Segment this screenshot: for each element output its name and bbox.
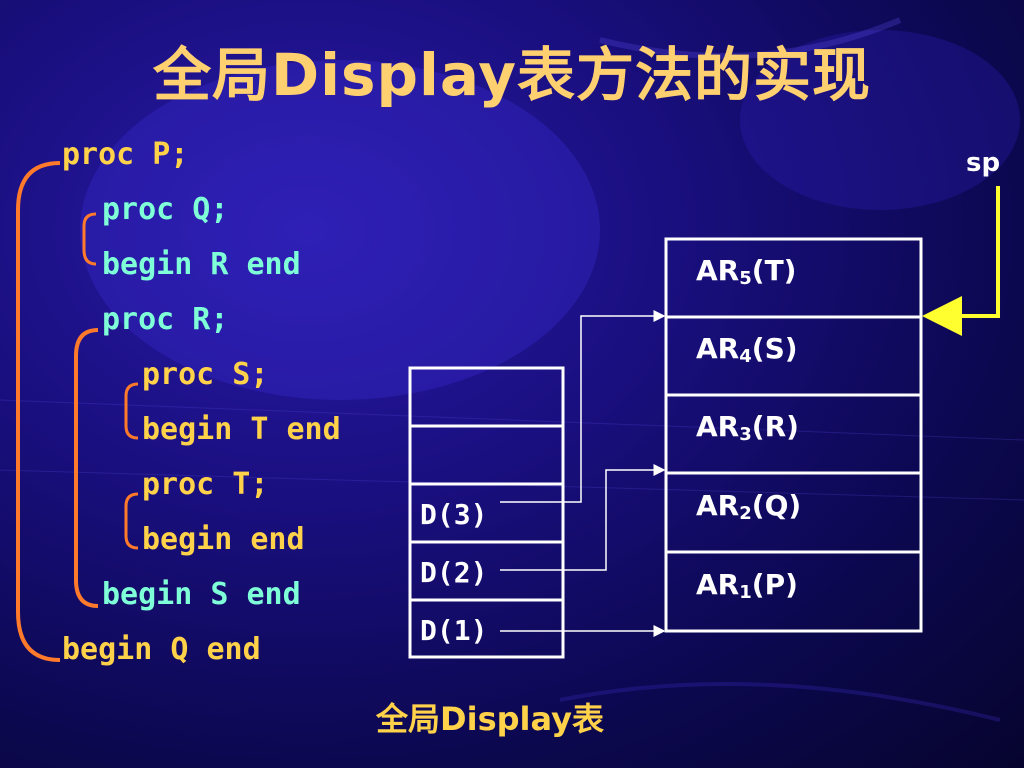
bracket-r <box>74 328 99 608</box>
stack-entry-ar4: AR4(S) <box>696 332 798 367</box>
display-entry-d3: D(3) <box>420 498 488 531</box>
sp-arrow <box>922 186 1000 336</box>
d2-pointer-arrow <box>500 464 666 571</box>
bracket-t <box>124 492 139 550</box>
stack-entry-ar2: AR2(Q) <box>696 489 802 524</box>
code-line-proc-q: proc Q; <box>102 192 229 227</box>
bracket-q <box>82 212 97 266</box>
stack-entry-ar5: AR5(T) <box>696 254 797 289</box>
display-table <box>408 366 565 659</box>
stack-table <box>664 237 923 633</box>
code-line-proc-t: proc T; <box>142 467 269 502</box>
code-line-proc-s: proc S; <box>142 357 269 392</box>
code-line-begin-r: begin R end <box>102 247 301 282</box>
code-line-begin-q: begin Q end <box>62 632 261 667</box>
code-line-proc-p: proc P; <box>62 137 189 172</box>
display-entry-d2: D(2) <box>420 556 488 589</box>
page-title: 全局Display表方法的实现 <box>152 41 872 109</box>
sp-label: sp <box>966 148 1001 178</box>
code-line-proc-r: proc R; <box>102 302 229 337</box>
d3-pointer-arrow <box>500 310 666 503</box>
code-line-begin-end: begin end <box>142 522 305 557</box>
bracket-s <box>124 382 139 440</box>
display-entry-d1: D(1) <box>420 614 488 647</box>
display-table-caption: 全局Display表 <box>376 700 604 738</box>
code-line-begin-t: begin T end <box>142 412 341 447</box>
stack-entry-ar1: AR1(P) <box>696 568 798 603</box>
bracket-p <box>16 161 61 662</box>
stack-entry-ar3: AR3(R) <box>696 410 799 445</box>
code-line-begin-s: begin S end <box>102 577 301 612</box>
